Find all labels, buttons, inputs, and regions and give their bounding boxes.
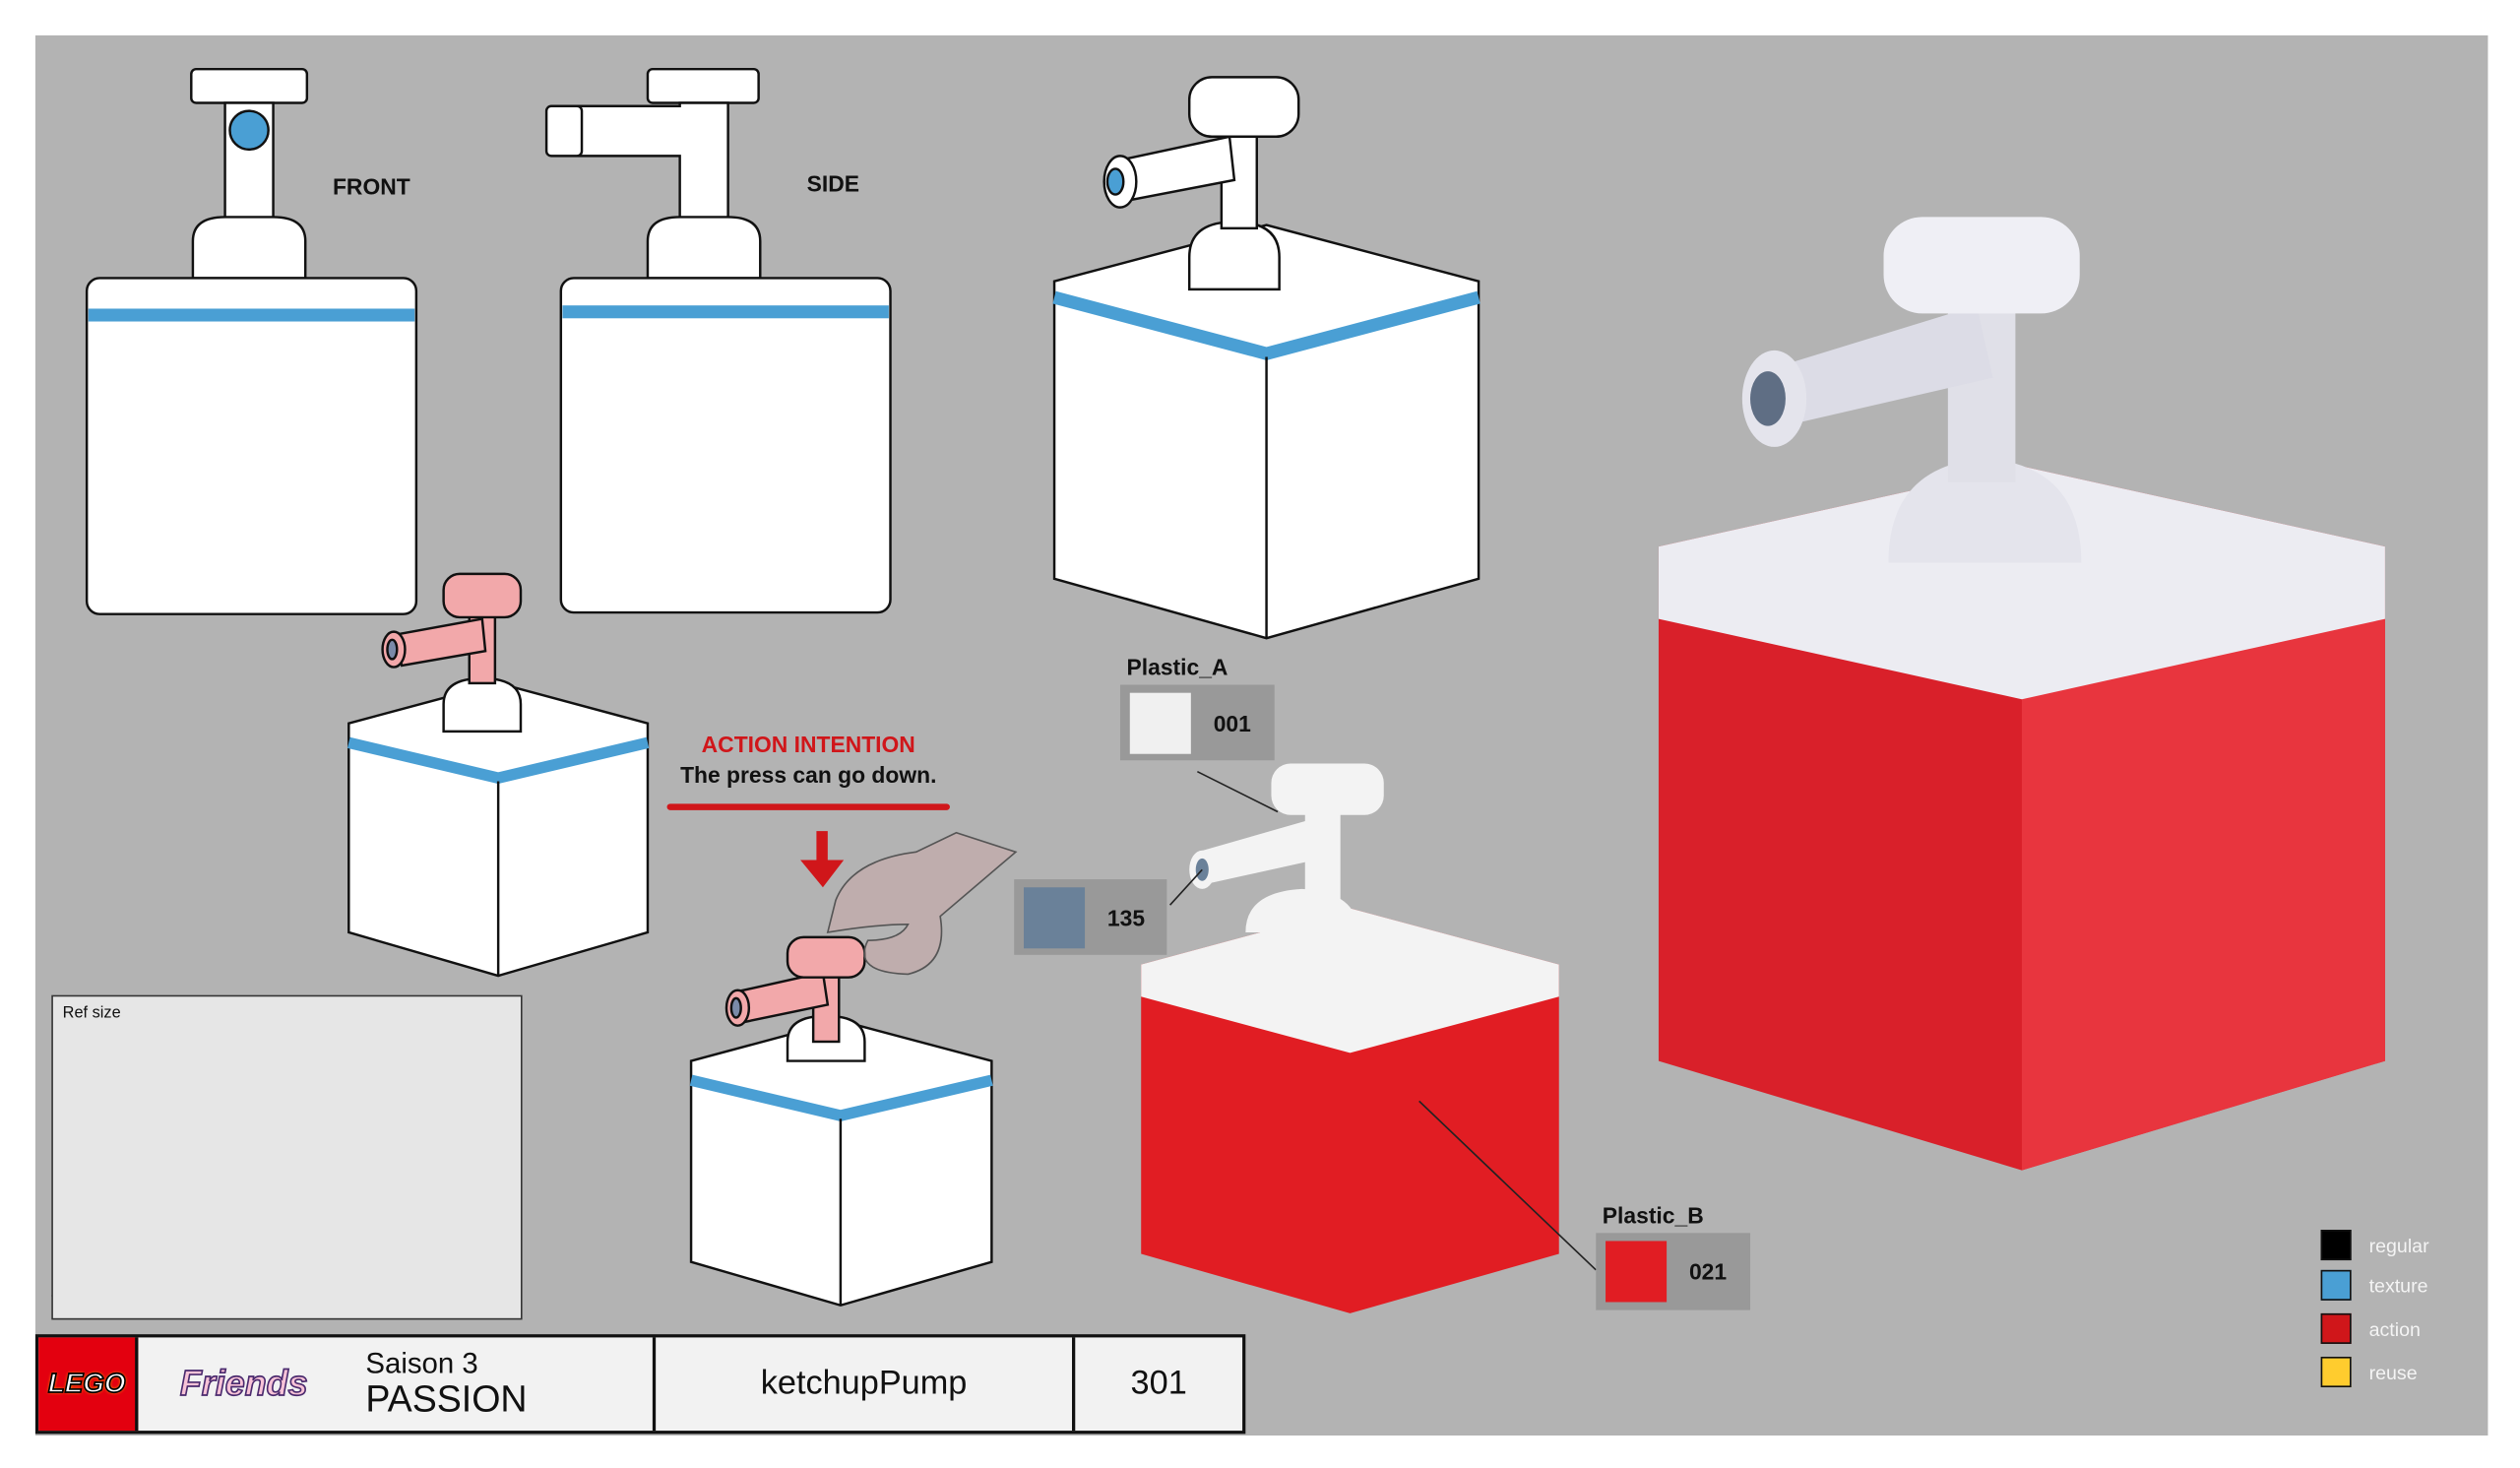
- legend-label: regular: [2368, 1234, 2429, 1256]
- swatch-color: [1606, 1241, 1668, 1303]
- material-a-label: Plastic_A: [1126, 654, 1228, 680]
- legend-swatch: [2320, 1230, 2352, 1261]
- swatch-color: [1129, 691, 1191, 753]
- legend-label: texture: [2368, 1273, 2428, 1297]
- season-info: Saison 3 PASSION: [365, 1347, 528, 1421]
- hand-icon: [826, 831, 1018, 976]
- legend-swatch: [2320, 1269, 2352, 1301]
- front-view-label: FRONT: [332, 173, 410, 200]
- theme-label: PASSION: [365, 1377, 528, 1421]
- season-label: Saison 3: [365, 1347, 478, 1380]
- asset-number: 301: [1130, 1365, 1187, 1402]
- down-arrow-icon: [800, 831, 845, 888]
- material-b-label: Plastic_B: [1602, 1202, 1704, 1229]
- ref-size-panel: Ref size: [51, 994, 523, 1320]
- series-cell: Friends Saison 3 PASSION: [138, 1337, 657, 1432]
- pressed-pump-drawing: [689, 935, 993, 1308]
- legend-action: action: [2320, 1312, 2421, 1344]
- swatch-code: 021: [1688, 1258, 1728, 1285]
- ref-size-label: Ref size: [62, 1004, 121, 1023]
- material-swatch-021: 021: [1596, 1233, 1751, 1310]
- legend-label: action: [2368, 1316, 2421, 1340]
- swatch-code: 135: [1106, 904, 1146, 930]
- colored-render-small: [1141, 763, 1559, 1313]
- legend-texture: texture: [2320, 1269, 2428, 1301]
- callout-lines: [1169, 770, 1597, 1271]
- legend-regular: regular: [2320, 1230, 2429, 1261]
- pink-pump-drawing: [346, 572, 650, 978]
- action-note: ACTION INTENTION The press can go down.: [670, 732, 947, 788]
- legend-label: reuse: [2368, 1361, 2418, 1383]
- legend-swatch: [2320, 1312, 2352, 1344]
- action-title: ACTION INTENTION: [701, 731, 915, 758]
- front-view-drawing: [85, 67, 418, 615]
- material-swatch-001: 001: [1119, 684, 1275, 761]
- action-description: The press can go down.: [680, 761, 937, 789]
- legend-swatch: [2320, 1356, 2352, 1388]
- iso-view-drawing: [1052, 76, 1480, 640]
- legend-reuse: reuse: [2320, 1356, 2418, 1388]
- asset-name: ketchupPump: [656, 1337, 1076, 1432]
- material-swatch-135: 135: [1014, 879, 1167, 955]
- title-block: LEGO Friends Saison 3 PASSION ketchupPum…: [34, 1334, 1246, 1435]
- lego-logo: LEGO: [38, 1337, 139, 1432]
- side-view-drawing: [544, 67, 892, 614]
- friends-logo: Friends: [179, 1363, 308, 1404]
- colored-render-large: [1658, 217, 2385, 1171]
- swatch-color: [1024, 886, 1086, 948]
- swatch-code: 001: [1213, 709, 1251, 735]
- side-view-label: SIDE: [806, 170, 859, 197]
